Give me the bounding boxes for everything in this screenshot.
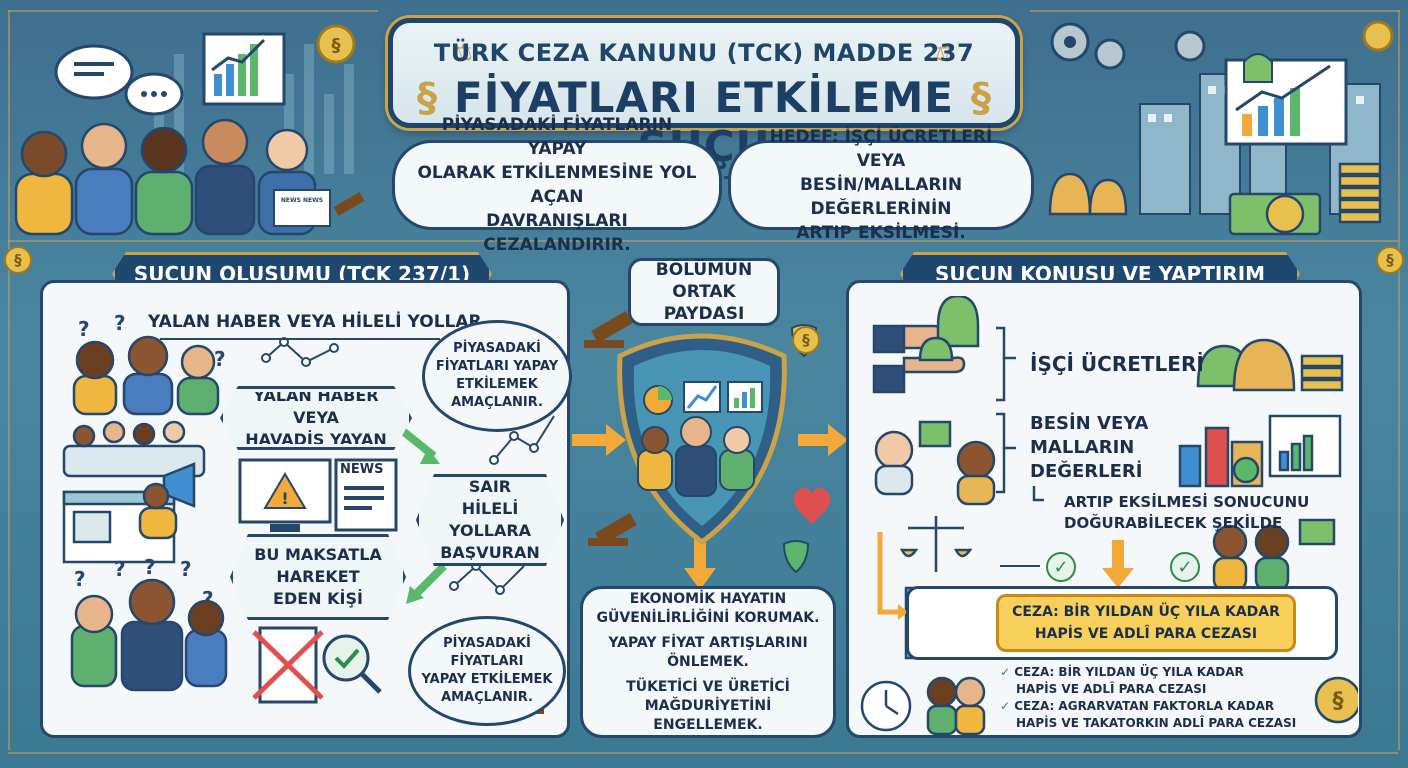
step-line: BU MAKSATLA bbox=[254, 545, 382, 564]
item-line: DEĞERLERİ bbox=[1030, 461, 1143, 482]
step-line: YOLLARA bbox=[448, 521, 532, 540]
left-bubble-bottom: PİYASADAKİ FİYATLARI YAPAY ETKİLEMEK AMA… bbox=[408, 616, 566, 726]
intro-bubble-left: PİYASADAKİ FİYATLARIN YAPAY OLARAK ETKİL… bbox=[392, 115, 722, 255]
penalty-notes: ✓ CEZA: BİR YILDAN ÜÇ YILA KADAR HAPİS V… bbox=[1000, 664, 1296, 732]
center-label-bubble: BÖLÜMÜN ORTAK PAYDASI bbox=[628, 258, 780, 326]
paragraph-icon: § bbox=[417, 75, 437, 121]
bubble-line: PİYASADAKİ bbox=[453, 341, 541, 356]
scale-icon: ⚖ bbox=[453, 41, 473, 66]
left-section-illustrations: ??? ! ????? bbox=[62, 311, 555, 714]
step-hileli-yollar: SAİR HİLELİ YOLLARA BAŞVURAN bbox=[416, 474, 564, 566]
svg-text:?: ? bbox=[180, 557, 192, 581]
goal-item: EKONOMİK HAYATIN GÜVENİLİRLİĞİNİ KORUMAK… bbox=[593, 590, 823, 628]
goal-line: ÖNLEMEK. bbox=[667, 653, 749, 670]
result-line: ARTIP EKSİLMESİ SONUCUNU bbox=[1064, 493, 1310, 511]
svg-text:?: ? bbox=[74, 567, 86, 591]
item-line: BESİN VEYA bbox=[1030, 413, 1149, 434]
center-goals-panel: EKONOMİK HAYATIN GÜVENİLİRLİĞİNİ KORUMAK… bbox=[580, 586, 836, 738]
goal-line: GÜVENİLİRLİĞİNİ KORUMAK. bbox=[596, 609, 820, 626]
goal-line: EKONOMİK HAYATIN bbox=[629, 590, 787, 607]
heading-underline bbox=[160, 338, 440, 340]
circuit-line bbox=[8, 752, 1398, 754]
svg-text:§: § bbox=[1333, 689, 1344, 714]
result-line: DOĞURABİLECEK ŞEKİLDE bbox=[1064, 514, 1283, 532]
goal-item: TÜKETİCİ VE ÜRETİCİ MAĞDURİYETİNİ ENGELL… bbox=[593, 678, 823, 735]
circuit-line bbox=[1398, 10, 1400, 750]
note-line: HAPİS VE ADLÎ PARA CEZASI bbox=[1016, 682, 1207, 696]
bubble-line: AMAÇLANIR. bbox=[451, 395, 543, 410]
check-icon: ✓ bbox=[1170, 552, 1200, 582]
check-icon: ✓ bbox=[1000, 665, 1015, 679]
note-line: CEZA: AGRARVATAN FAKTORLA KADAR bbox=[1014, 699, 1275, 713]
banner-subtitle: TÜRK CEZA KANUNU (TCK) MADDE 237 bbox=[433, 39, 975, 67]
bubble-line: FİYATLARI YAPAY bbox=[435, 359, 559, 374]
svg-text:?: ? bbox=[202, 587, 214, 611]
note-line: HAPİS VE TAKATORKIN ADLÎ PARA CEZASI bbox=[1016, 716, 1297, 730]
penalty-line: HAPİS VE ADLÎ PARA CEZASI bbox=[1034, 626, 1258, 642]
paragraph-coin-icon: § bbox=[1376, 246, 1404, 274]
top-right-illustration bbox=[1048, 20, 1394, 236]
goal-item: YAPAY FİYAT ARTIŞLARINI ÖNLEMEK. bbox=[593, 634, 823, 672]
bubble-line: YAPAY ETKİLEMEK bbox=[421, 672, 553, 687]
left-bubble-top: PİYASADAKİ FİYATLARI YAPAY ETKİLEMEK AMA… bbox=[422, 320, 572, 432]
step-line: SAİR HİLELİ bbox=[461, 477, 519, 518]
bubble-line: AMAÇLANIR. bbox=[441, 690, 533, 705]
circuit-line bbox=[8, 10, 10, 750]
item-besin-mallar: BESİN VEYA MALLARIN DEĞERLERİ bbox=[1030, 412, 1148, 484]
svg-text:!: ! bbox=[281, 489, 288, 508]
step-line: HAREKET bbox=[276, 567, 360, 586]
penalty-line: CEZA: BİR YILDAN ÜÇ YILA KADAR bbox=[1012, 604, 1280, 620]
note-line: CEZA: BİR YILDAN ÜÇ YILA KADAR bbox=[1014, 665, 1244, 679]
result-text: ARTIP EKSİLMESİ SONUCUNU DOĞURABİLECEK Ş… bbox=[1064, 492, 1309, 534]
paragraph-icon: § bbox=[971, 75, 991, 121]
step-line: HAVADİS YAYAN bbox=[245, 430, 387, 449]
check-icon: ✓ bbox=[1000, 699, 1015, 713]
check-icon: ✓ bbox=[1046, 552, 1076, 582]
center-label-line: BÖLÜMÜN bbox=[655, 260, 753, 280]
title-banner: ⚖ ⚖ TÜRK CEZA KANUNU (TCK) MADDE 237 § F… bbox=[388, 18, 1020, 171]
svg-text:?: ? bbox=[114, 311, 126, 335]
scale-icon: ⚖ bbox=[935, 41, 955, 66]
step-line: YALAN HABER VEYA bbox=[253, 386, 379, 427]
bubble-line: FİYATLARI bbox=[450, 654, 524, 669]
svg-text:§: § bbox=[332, 35, 341, 56]
svg-text:?: ? bbox=[214, 347, 226, 371]
item-line: MALLARIN bbox=[1030, 437, 1135, 458]
penalty-note: ✓ CEZA: AGRARVATAN FAKTORLA KADAR bbox=[1000, 698, 1296, 715]
svg-text:?: ? bbox=[114, 557, 126, 581]
goal-line: TÜKETİCİ VE ÜRETİCİ bbox=[626, 678, 790, 695]
intro-right-line: ARTIP EKSİLMESİ. bbox=[796, 223, 966, 243]
intro-left-line: PİYASADAKİ FİYATLARIN YAPAY bbox=[441, 115, 673, 159]
step-maksatla-hareket: BU MAKSATLA HAREKET EDEN KİŞİ bbox=[230, 534, 406, 620]
top-left-illustration: § NEWS NEWS bbox=[14, 24, 365, 236]
center-label-line: ORTAK PAYDASI bbox=[663, 282, 745, 324]
intro-right-line: HEDEF: İŞÇİ ÜCRETLERİ VEYA bbox=[769, 127, 993, 171]
svg-text:?: ? bbox=[78, 317, 90, 341]
step-yalan-haber: YALAN HABER VEYA HAVADİS YAYAN bbox=[220, 386, 412, 450]
item-isci-ucretleri: İŞÇİ ÜCRETLERİ bbox=[1030, 352, 1204, 376]
bubble-line: PİYASADAKİ bbox=[443, 636, 531, 651]
penalty-banner: CEZA: BİR YILDAN ÜÇ YILA KADAR HAPİS VE … bbox=[996, 594, 1296, 652]
goal-line: YAPAY FİYAT ARTIŞLARINI bbox=[608, 634, 808, 651]
paragraph-coin-icon: § bbox=[792, 326, 820, 354]
step-line: BAŞVURAN bbox=[440, 543, 540, 562]
intro-left-line: DAVRANIŞLARI CEZALANDIRIR. bbox=[483, 211, 631, 255]
intro-left-line: OLARAK ETKİLENMESİNE YOL AÇAN bbox=[417, 163, 697, 207]
circuit-line bbox=[8, 240, 1398, 242]
penalty-note: ✓ CEZA: BİR YILDAN ÜÇ YILA KADAR bbox=[1000, 664, 1296, 681]
center-shield-illustration bbox=[572, 310, 848, 590]
news-label: NEWS bbox=[340, 462, 384, 477]
bubble-line: ETKİLEMEK bbox=[456, 377, 538, 392]
paragraph-coin-icon: § bbox=[4, 246, 32, 274]
svg-text:?: ? bbox=[144, 555, 156, 579]
newspaper-text: NEWS NEWS bbox=[281, 197, 323, 204]
goal-line: MAĞDURİYETİNİ ENGELLEMEK. bbox=[644, 697, 772, 733]
circuit-line bbox=[8, 10, 378, 12]
intro-right-line: BESİN/MALLARIN DEĞERLERİNİN bbox=[799, 175, 963, 219]
intro-bubble-right: HEDEF: İŞÇİ ÜCRETLERİ VEYA BESİN/MALLARI… bbox=[728, 127, 1034, 243]
circuit-line bbox=[1030, 10, 1400, 12]
left-heading: YALAN HABER VEYA HİLELİ YOLLAR bbox=[148, 312, 482, 332]
step-line: EDEN KİŞİ bbox=[273, 589, 363, 608]
